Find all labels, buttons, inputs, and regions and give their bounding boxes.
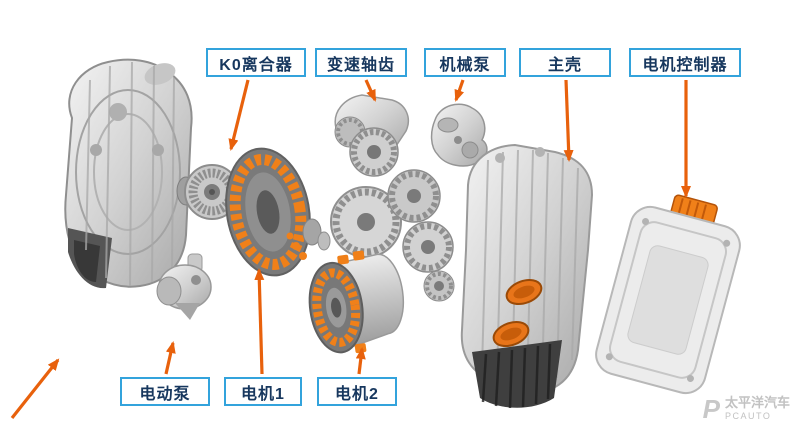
part-main-housing <box>460 143 594 409</box>
arrow-main-housing <box>563 79 574 162</box>
label-k0-clutch: K0离合器 <box>206 48 306 77</box>
arrow-motor1 <box>254 268 265 375</box>
part-electric-pump <box>156 253 212 320</box>
part-transmission-case <box>64 58 193 289</box>
watermark-brand: 太平洋汽车 <box>724 395 790 411</box>
part-mechanical-pump <box>430 103 488 167</box>
part-motor1 <box>225 147 331 277</box>
pcauto-logo-icon: P <box>702 394 720 424</box>
watermark-text: 太平洋汽车 PCAUTO <box>724 395 790 422</box>
arrow-motor2 <box>355 347 366 375</box>
watermark-sub: PCAUTO <box>724 411 772 422</box>
arrow-gear-shaft <box>364 79 377 102</box>
arrow-electric-pump <box>164 341 176 375</box>
part-motor-controller <box>595 194 741 395</box>
label-motor1: 电机1 <box>224 377 302 406</box>
label-motor-controller: 电机控制器 <box>629 48 741 77</box>
watermark: P 太平洋汽车 PCAUTO <box>702 394 790 424</box>
label-main-housing: 主壳 <box>519 48 611 77</box>
label-electric-pump: 电动泵 <box>120 377 210 406</box>
arrow-transmission-case <box>10 358 60 419</box>
label-mechanical-pump: 机械泵 <box>424 48 506 77</box>
arrow-k0-clutch <box>228 79 250 151</box>
callout-arrows <box>10 79 691 419</box>
part-motor2 <box>308 250 405 354</box>
part-gear-assembly <box>330 94 455 302</box>
label-motor2: 电机2 <box>317 377 397 406</box>
label-gear-shaft: 变速轴齿 <box>315 48 407 77</box>
arrow-mech-pump <box>454 79 465 102</box>
